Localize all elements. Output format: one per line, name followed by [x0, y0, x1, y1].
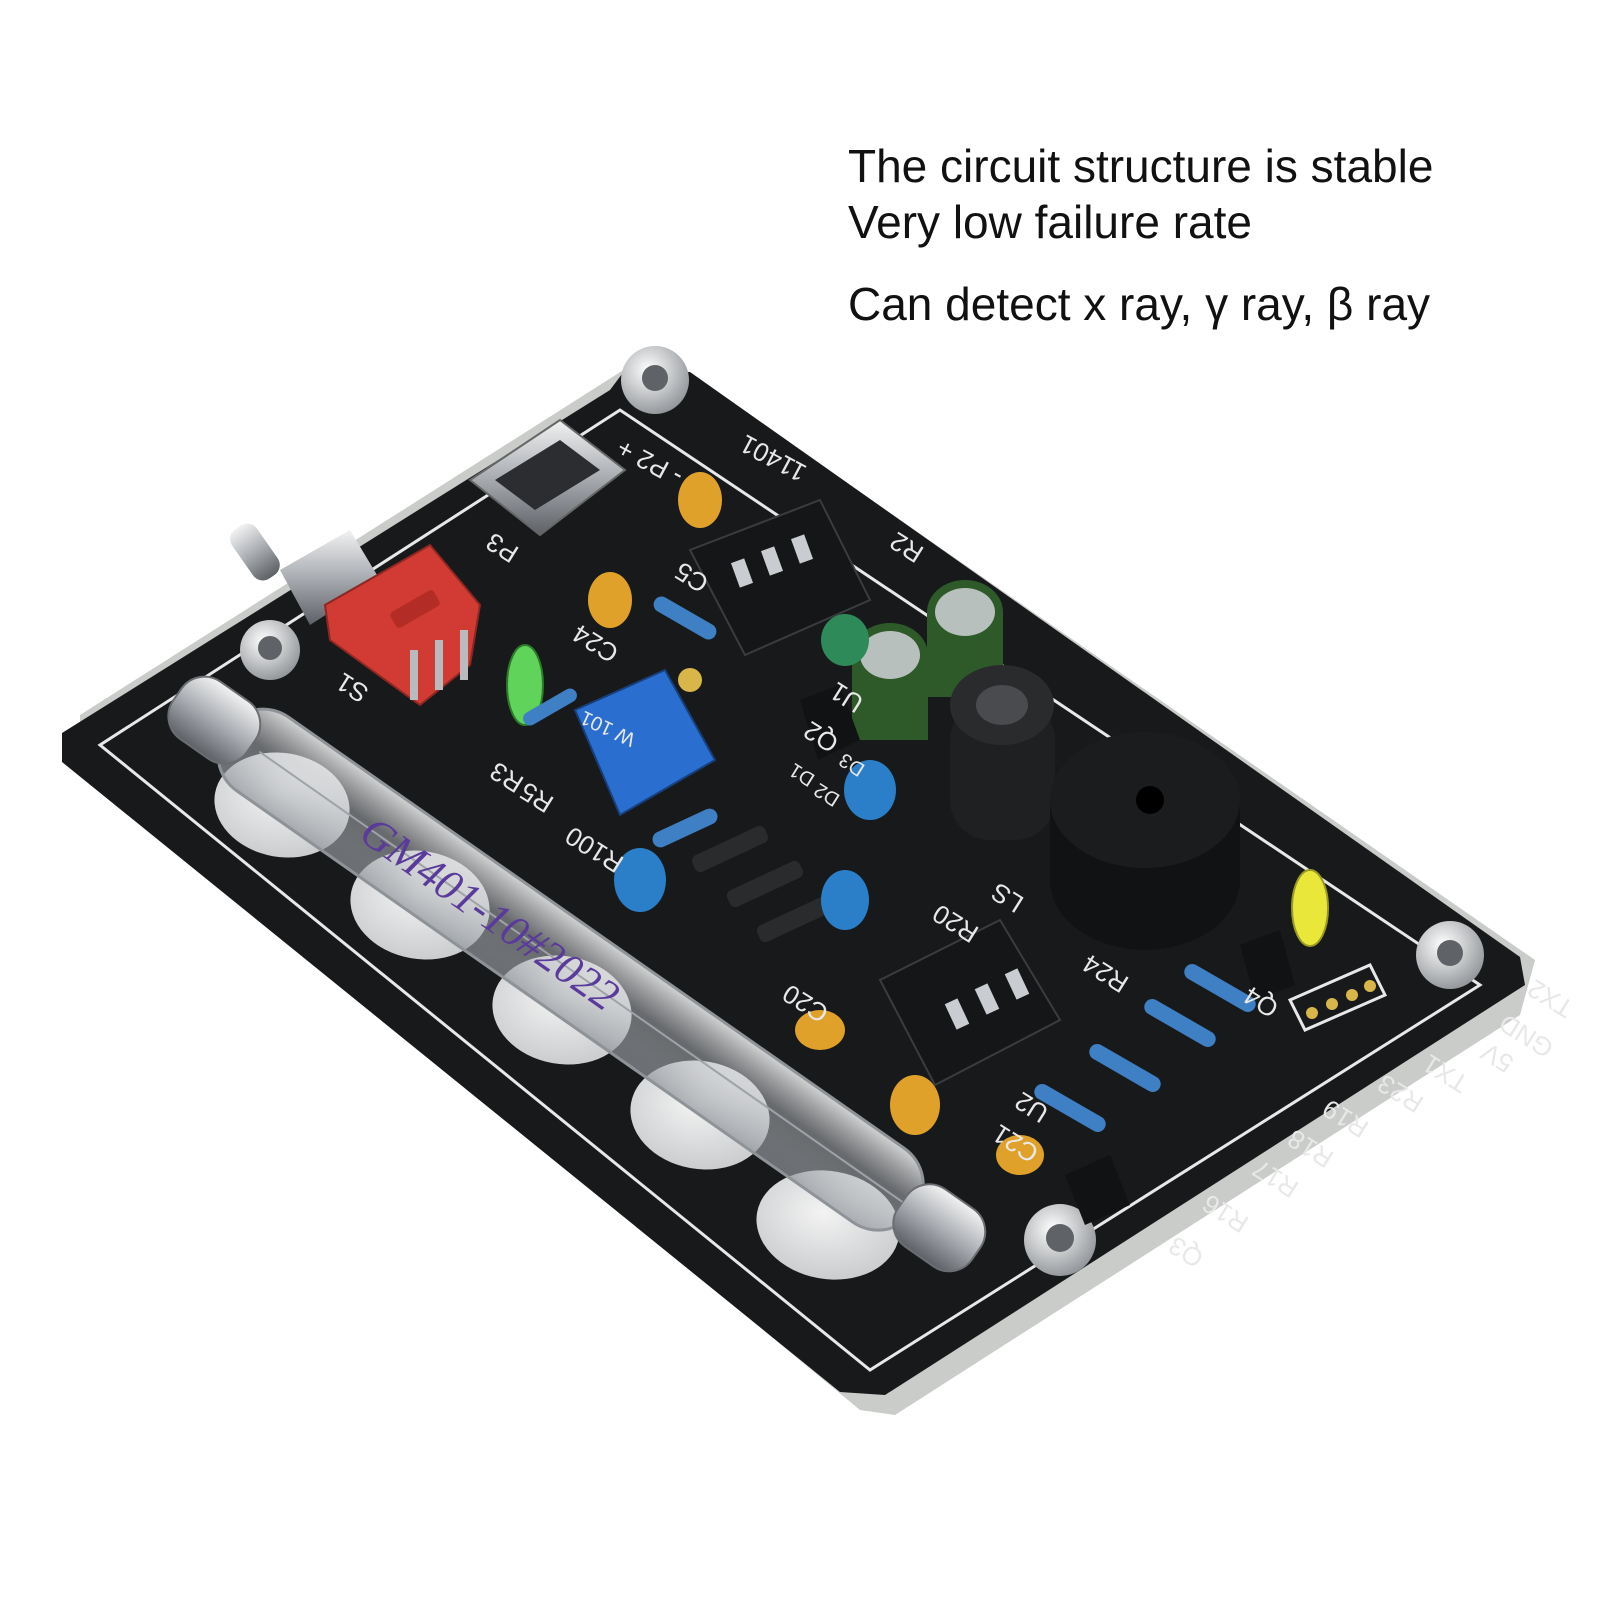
transistors	[800, 685, 1295, 1225]
resistors	[523, 596, 1256, 1132]
diodes	[691, 825, 834, 943]
mounting-screws	[240, 346, 1484, 1276]
ic-u1	[688, 498, 872, 657]
electrolytic-capacitors	[852, 580, 1003, 740]
headline-line-3: Can detect x ray, γ ray, β ray	[848, 278, 1431, 330]
label-tx2: TX2	[1522, 973, 1578, 1024]
silkscreen-outline	[97, 408, 1483, 1372]
headline-line-1: The circuit structure is stable	[848, 140, 1434, 192]
ic-u2	[878, 918, 1062, 1087]
headline-line-2: Very low failure rate	[848, 196, 1252, 248]
usb-c-connector	[468, 418, 627, 537]
toggle-switch	[230, 523, 482, 707]
trimmer-potentiometer	[573, 668, 717, 817]
leds	[506, 644, 1329, 947]
buzzer	[1050, 732, 1240, 950]
inductor	[950, 665, 1055, 840]
header-pins	[1287, 963, 1388, 1032]
ceramic-capacitors	[588, 472, 1044, 1175]
